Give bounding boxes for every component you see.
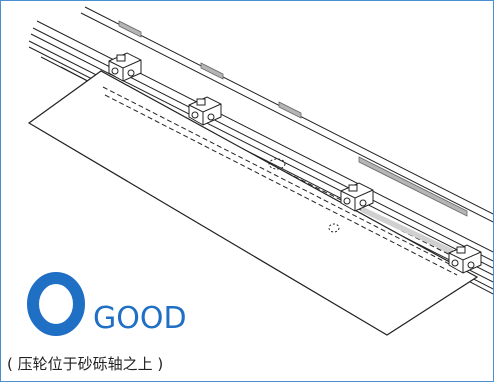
tool-mark-2	[328, 223, 340, 233]
media-sheet	[27, 70, 479, 336]
grit-shaft-bands	[118, 20, 468, 217]
pinch-roller-2	[188, 96, 222, 126]
grit-highlight	[361, 206, 453, 255]
caption-text: ( 压轮位于砂砾轴之上 )	[7, 355, 164, 373]
pinch-roller-4	[448, 244, 482, 274]
good-circle-icon	[27, 272, 85, 336]
pinch-roller-3	[340, 182, 374, 212]
good-label: GOOD	[93, 301, 187, 336]
pinch-roller-1	[108, 52, 142, 82]
tool-mark	[268, 158, 286, 170]
